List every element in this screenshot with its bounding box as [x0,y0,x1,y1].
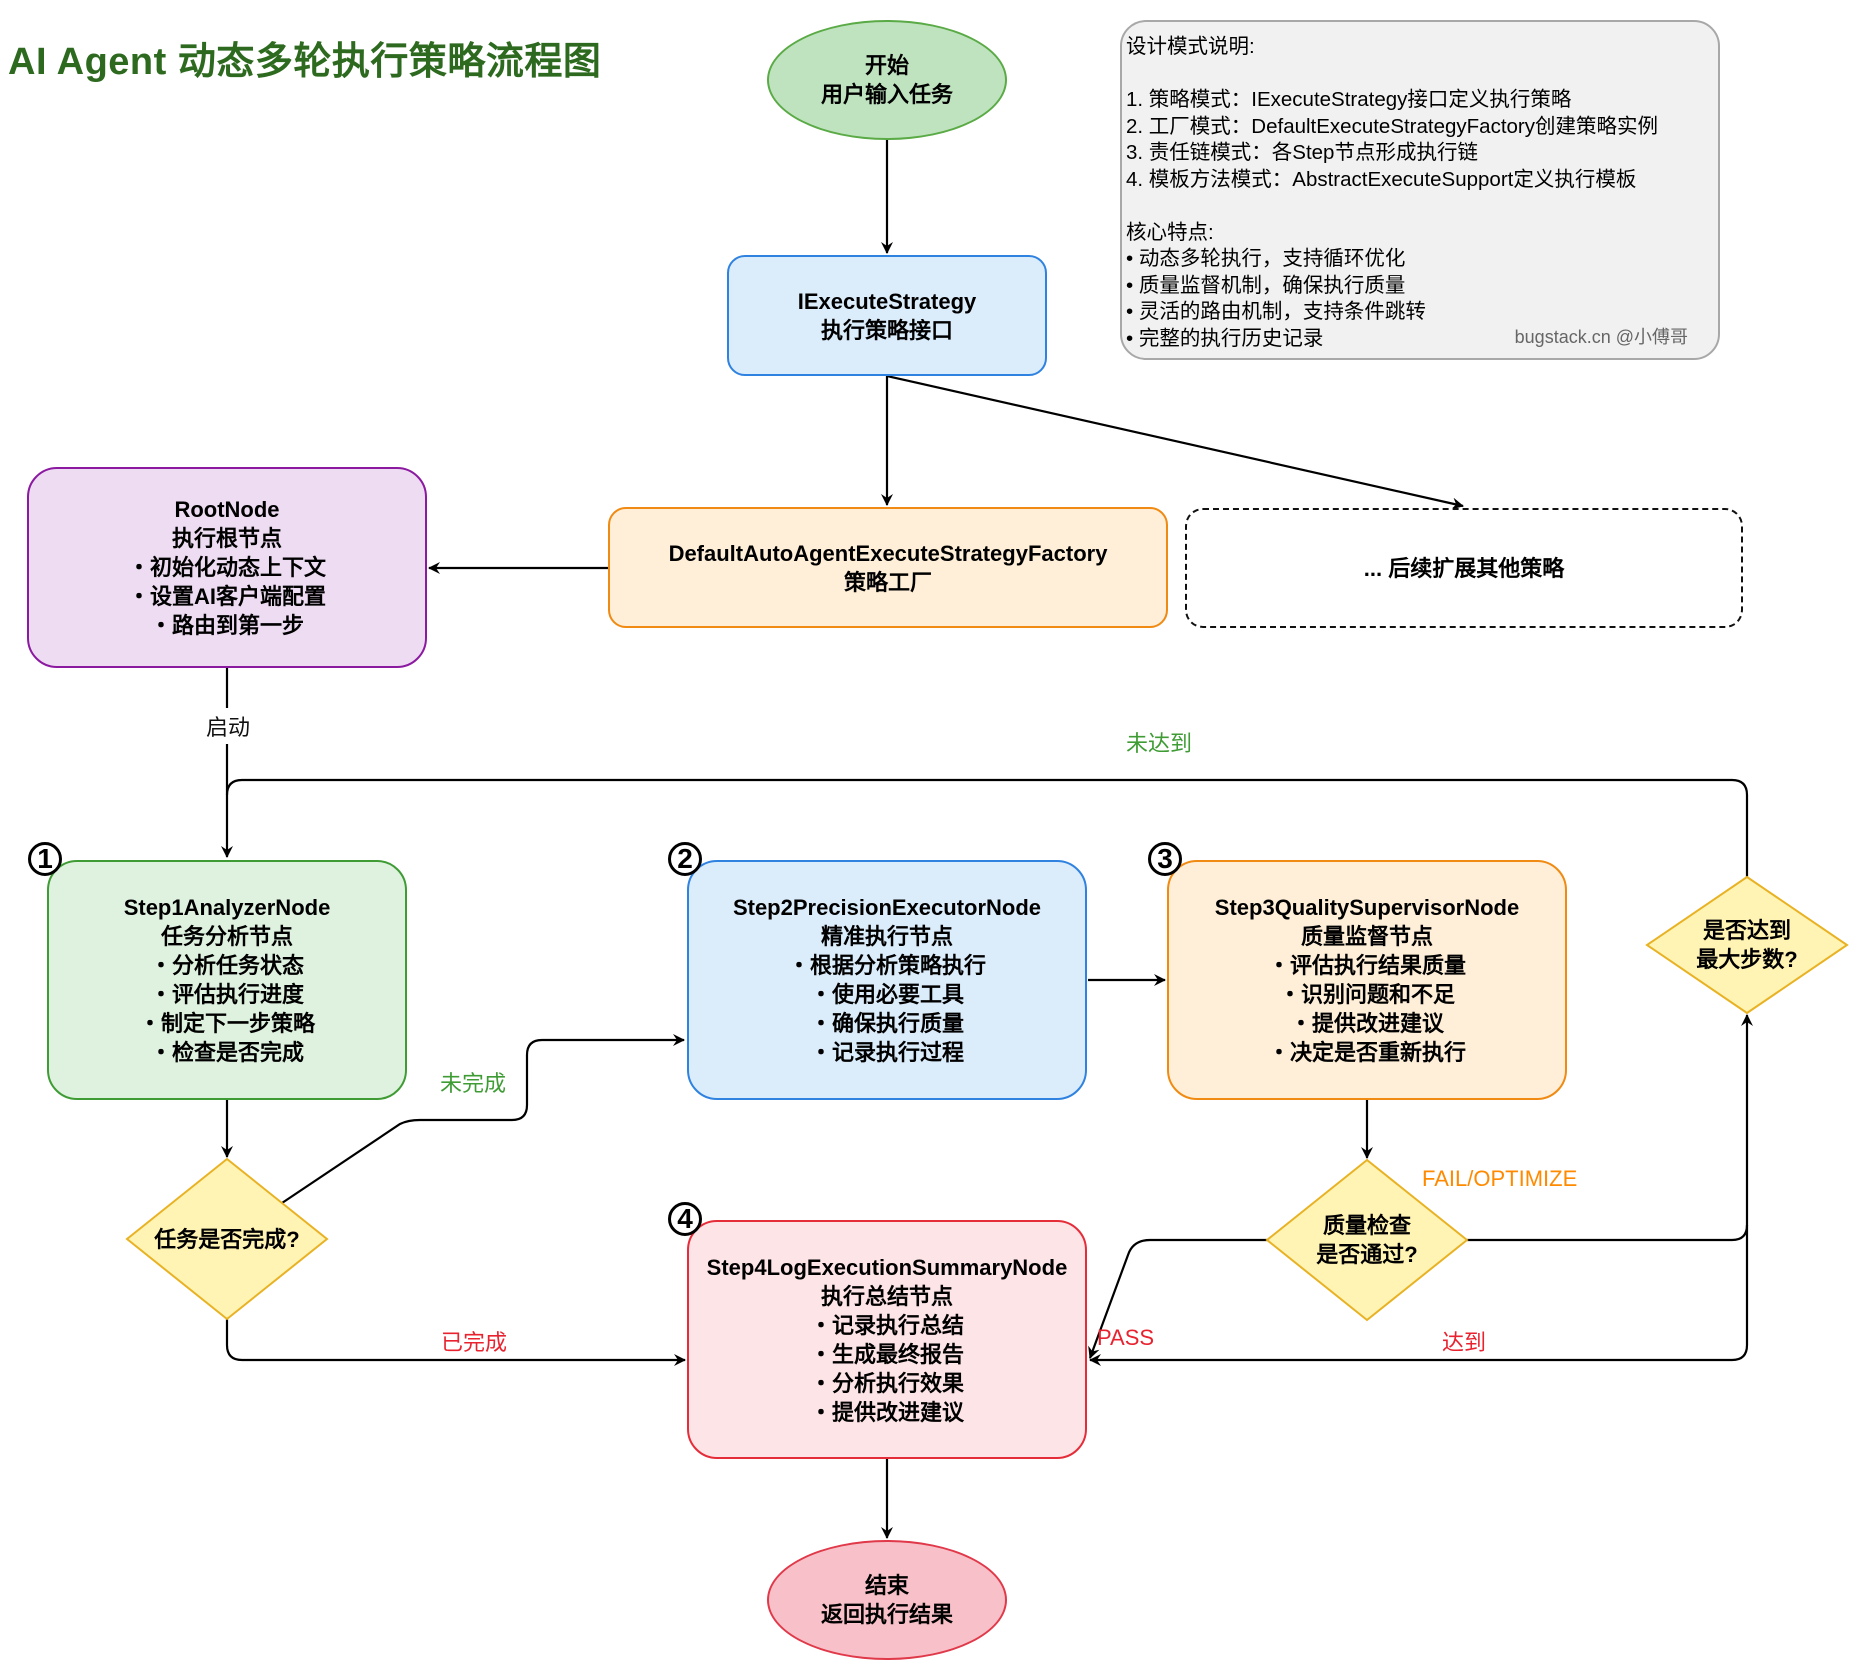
edge-label-not-done: 未完成 [440,1071,507,1096]
edge-taskdone-done [225,1319,686,1366]
node-text: ・提供改进建议 [809,1399,964,1425]
step4-number-badge: 4 [668,1202,702,1236]
other-strategies-node[interactable]: ... 后续扩展其他策略 [1185,508,1743,628]
decision-quality-check-shape [1265,1158,1469,1322]
node-text: ・设置AI客户端配置 [127,584,326,609]
author-credit: bugstack.cn @小傅哥 [1514,326,1688,347]
root-node[interactable]: RootNode 执行根节点 ・初始化动态上下文 ・设置AI客户端配置 ・路由到… [27,467,427,668]
node-text: ・检查是否完成 [149,1040,304,1065]
edge-strategy-to-other [886,374,1464,510]
step3-number-badge: 3 [1148,842,1182,876]
node-text: 开始 [864,53,909,78]
decision-max-steps-shape [1645,875,1849,1015]
edge-maxsteps-reached [1089,1225,1749,1366]
node-text: 结束 [864,1573,909,1598]
node-text: ・决定是否重新执行 [1267,1040,1466,1065]
decision-task-done[interactable]: 任务是否完成? [127,1159,327,1319]
node-text: ・制定下一步策略 [138,1011,315,1036]
node-text: ・分析任务状态 [149,953,304,978]
design-pattern-note: 设计模式说明: 1. 策略模式：IExecuteStrategy接口定义执行策略… [1120,20,1720,360]
node-text: ・评估执行进度 [149,982,304,1007]
node-text: 返回执行结果 [820,1602,953,1627]
note-pattern-item: 2. 工厂模式：DefaultExecuteStrategyFactory创建策… [1126,114,1659,138]
node-text: ・提供改进建议 [1289,1011,1444,1036]
note-feature-item: • 动态多轮执行，支持循环优化 [1126,247,1406,270]
step2-executor-node[interactable]: Step2PrecisionExecutorNode 精准执行节点 ・根据分析策… [687,860,1087,1100]
note-heading: 设计模式说明: [1126,35,1255,58]
note-pattern-item: 4. 模板方法模式：AbstractExecuteSupport定义执行模板 [1126,167,1637,191]
edge-label-fail-optimize: FAIL/OPTIMIZE [1422,1166,1578,1191]
decision-text: 任务是否完成? [154,1226,300,1252]
node-title: Step1AnalyzerNode [123,895,331,920]
node-text: ... 后续扩展其他策略 [1363,555,1565,581]
node-title: Step2PrecisionExecutorNode [732,895,1042,920]
node-text: 质量监督节点 [1300,924,1433,949]
edge-label-reached: 达到 [1442,1330,1487,1355]
node-text: ・评估执行结果质量 [1267,953,1466,978]
strategy-interface-node[interactable]: IExecuteStrategy 执行策略接口 [727,255,1047,376]
node-text: DefaultAutoAgentExecuteStrategyFactory [668,540,1108,566]
node-text: 执行总结节点 [820,1283,953,1309]
node-text: ・记录执行过程 [809,1040,964,1065]
step3-supervisor-node[interactable]: Step3QualitySupervisorNode 质量监督节点 ・评估执行结… [1167,860,1567,1100]
decision-quality-check[interactable]: 质量检查 是否通过? [1267,1160,1467,1320]
node-text: ・路由到第一步 [149,613,304,638]
step1-number-badge: 1 [28,842,62,876]
edge-maxsteps-loop-back [225,778,1749,877]
node-title: Step4LogExecutionSummaryNode [706,1254,1068,1280]
note-feature-item: • 完整的执行历史记录 [1126,326,1324,350]
edge-label-done: 已完成 [441,1330,508,1355]
decision-text: 是否达到 [1702,918,1791,943]
node-text: 用户输入任务 [820,82,953,107]
node-text: 策略工厂 [843,569,932,595]
edge-label-pass: PASS [1097,1325,1155,1350]
note-feature-item: • 灵活的路由机制，支持条件跳转 [1126,300,1426,323]
node-text: IExecuteStrategy [797,288,977,314]
decision-task-done-shape [125,1157,329,1321]
decision-text: 是否通过? [1316,1242,1418,1267]
decision-text: 质量检查 [1322,1213,1411,1238]
node-text: ・根据分析策略执行 [787,953,986,978]
node-text: ・确保执行质量 [809,1011,964,1036]
node-title: Step3QualitySupervisorNode [1214,895,1520,920]
node-text: 执行根节点 [171,526,282,551]
note-feature-item: • 质量监督机制，确保执行质量 [1126,273,1406,297]
edge-quality-pass [1088,1238,1267,1359]
strategy-factory-node[interactable]: DefaultAutoAgentExecuteStrategyFactory 策… [608,507,1168,628]
decision-max-steps[interactable]: 是否达到 最大步数? [1647,877,1847,1013]
note-heading: 核心特点: [1126,220,1214,244]
step2-number-badge: 2 [668,842,702,876]
note-pattern-item: 3. 责任链模式：各Step节点形成执行链 [1126,141,1478,164]
start-node[interactable]: 开始 用户输入任务 [767,20,1007,140]
edge-label-launch: 启动 [206,708,251,744]
node-text: ・初始化动态上下文 [127,555,326,580]
node-text: 精准执行节点 [820,924,953,949]
node-text: ・生成最终报告 [809,1341,964,1367]
node-text: ・使用必要工具 [809,982,964,1007]
note-pattern-item: 1. 策略模式：IExecuteStrategy接口定义执行策略 [1126,88,1572,111]
step1-analyzer-node[interactable]: Step1AnalyzerNode 任务分析节点 ・分析任务状态 ・评估执行进度… [47,860,407,1100]
edge-label-not-reached: 未达到 [1126,731,1193,756]
node-text: 执行策略接口 [820,317,953,343]
end-node[interactable]: 结束 返回执行结果 [767,1540,1007,1660]
node-text: ・分析执行效果 [809,1370,964,1396]
node-text: ・记录执行总结 [809,1312,964,1338]
decision-text: 最大步数? [1696,947,1798,972]
node-title: RootNode [174,497,280,522]
node-text: 任务分析节点 [160,924,293,949]
node-text: ・识别问题和不足 [1278,982,1455,1007]
step4-summary-node[interactable]: Step4LogExecutionSummaryNode 执行总结节点 ・记录执… [687,1220,1087,1459]
diagram-title: AI Agent 动态多轮执行策略流程图 [8,41,602,83]
edge-taskdone-not-done [281,1034,685,1204]
